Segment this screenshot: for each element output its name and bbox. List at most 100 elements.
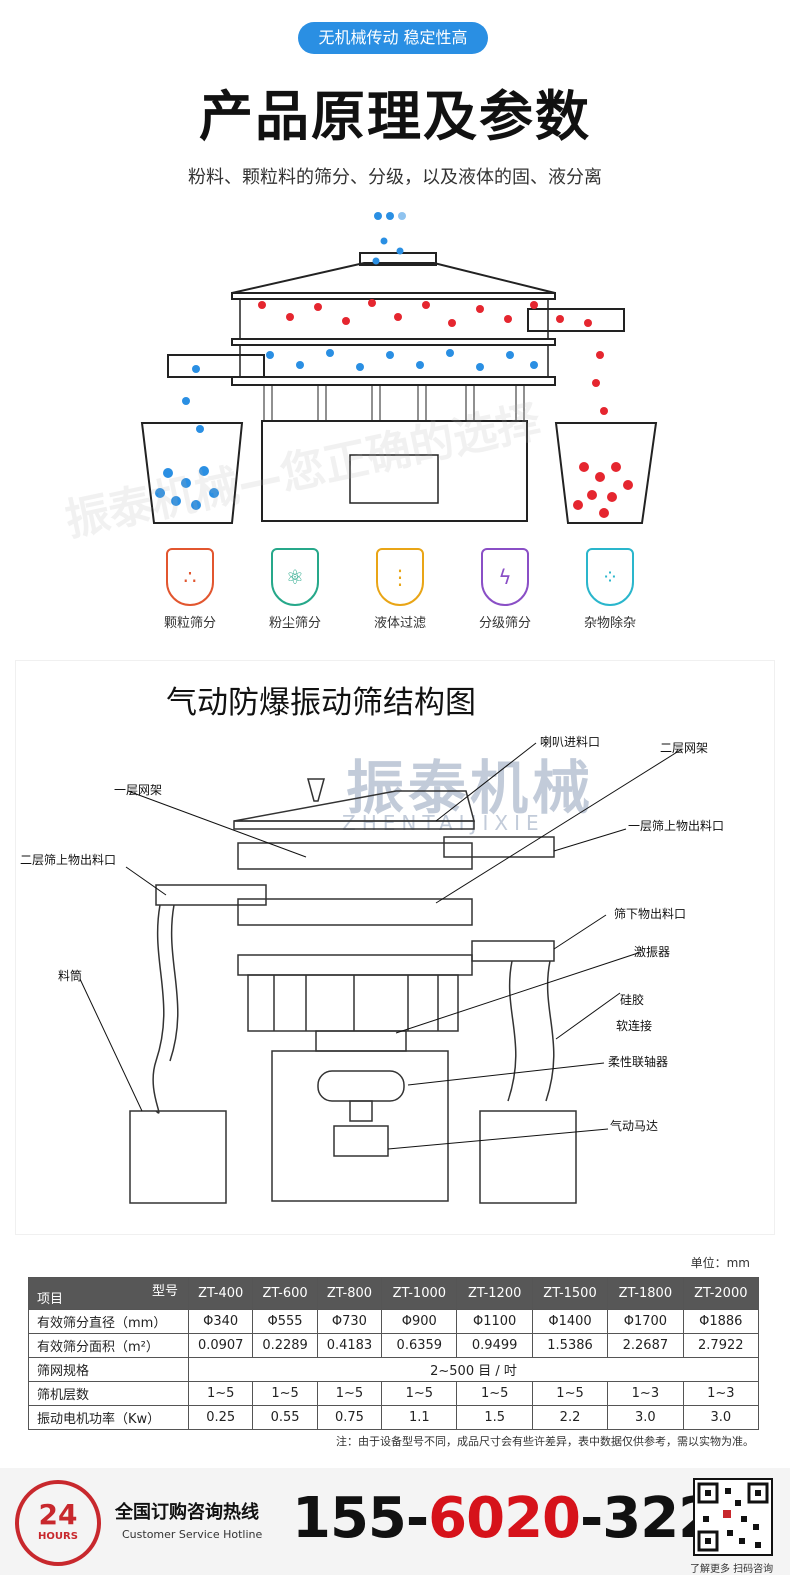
feature-liquid: ⋮ 液体过滤 — [360, 548, 440, 638]
unit-label: 单位：mm — [690, 1256, 750, 1270]
label-soft-connect: 软连接 — [616, 1019, 653, 1033]
table-row: 振动电机功率（Kw） 0.25 0.55 0.75 1.1 1.5 2.2 3.… — [28, 1405, 760, 1430]
hotline-title: 全国订购咨询热线 — [115, 1502, 259, 1523]
machine-structure-drawing — [79, 742, 683, 1204]
table-note: 注：由于设备型号不同，成品尺寸会有些许差异，表中数据仅供参考，需以实物为准。 — [336, 1435, 754, 1448]
structure-title: 气动防爆振动筛结构图 — [166, 685, 476, 721]
column-header: ZT-800 — [316, 1277, 383, 1310]
table-cell: 0.55 — [252, 1405, 318, 1430]
row-name: 有效筛分面积（m²） — [28, 1333, 189, 1358]
table-cell: Φ1700 — [607, 1309, 684, 1334]
label-under-outlet: 筛下物出料口 — [614, 907, 687, 921]
24-hours-badge: 24 HOURS — [15, 1480, 101, 1566]
phone-number[interactable]: 155-6020-3220 — [292, 1486, 755, 1551]
table-row: 有效筛分面积（m²） 0.0907 0.2289 0.4183 0.6359 0… — [28, 1333, 760, 1358]
table-row: 筛机层数 1~5 1~5 1~5 1~5 1~5 1~5 1~3 1~3 — [28, 1381, 760, 1406]
table-cell: 1~5 — [252, 1381, 318, 1406]
dust-icon: ⚛ — [271, 548, 319, 606]
table-cell: Φ555 — [252, 1309, 318, 1334]
table-cell: Φ340 — [187, 1309, 254, 1334]
label-material-tube: 料筒 — [58, 969, 83, 983]
badge-number: 24 — [38, 1498, 78, 1531]
table-cell: Φ1400 — [531, 1309, 609, 1334]
table-cell: Φ1100 — [456, 1309, 533, 1334]
liquid-icon: ⋮ — [376, 548, 424, 606]
hotline-subtitle: Customer Service Hotline — [122, 1528, 263, 1541]
page-title: 产品原理及参数 — [199, 85, 591, 148]
impurity-icon: ⁘ — [586, 548, 634, 606]
structure-diagram: 气动防爆振动筛结构图 振泰机械 ZHENTAIJIXIE — [15, 660, 775, 1235]
table-header-row: 型号 项目 ZT-400 ZT-600 ZT-800 ZT-1000 ZT-12… — [28, 1277, 760, 1310]
corner-model: 型号 — [151, 1284, 178, 1299]
table-row: 有效筛分直径（mm） Φ340 Φ555 Φ730 Φ900 Φ1100 Φ14… — [28, 1309, 760, 1334]
label-coupling: 柔性联轴器 — [608, 1055, 669, 1069]
table-cell: 0.0907 — [187, 1333, 254, 1358]
qr-pattern — [697, 1482, 769, 1552]
feature-label: 液体过滤 — [373, 616, 426, 631]
table-cell: Φ900 — [381, 1309, 458, 1334]
table-cell: 2.7922 — [682, 1333, 760, 1358]
qr-caption: 了解更多 扫码咨询 — [690, 1564, 774, 1575]
table-cell: 1~3 — [682, 1381, 760, 1406]
row-name: 振动电机功率（Kw） — [28, 1405, 189, 1430]
table-cell: Φ730 — [316, 1309, 383, 1334]
feature-label: 粉尘筛分 — [268, 616, 321, 631]
column-header: ZT-1200 — [456, 1277, 533, 1310]
table-cell: 1~5 — [456, 1381, 533, 1406]
feature-granule: ∴ 颗粒筛分 — [150, 548, 230, 638]
page-subtitle: 粉料、颗粒料的筛分、分级，以及液体的固、液分离 — [188, 167, 602, 188]
feature-grading: ϟ 分级筛分 — [465, 548, 545, 638]
table-cell: 0.4183 — [316, 1333, 383, 1358]
label-layer2-frame: 二层网架 — [660, 741, 709, 755]
label-air-motor: 气动马达 — [610, 1119, 659, 1133]
table-cell: 0.2289 — [252, 1333, 318, 1358]
feature-impurity: ⁘ 杂物除杂 — [570, 548, 650, 638]
row-name: 筛机层数 — [28, 1381, 189, 1406]
principle-illustration: 振泰机械—您正确的选择 — [0, 205, 790, 547]
table-cell: 0.75 — [316, 1405, 383, 1430]
label-layer1-outlet: 一层筛上物出料口 — [628, 819, 725, 833]
table-corner: 型号 项目 — [28, 1277, 189, 1310]
table-cell: 1~5 — [316, 1381, 383, 1406]
table-cell: 3.0 — [607, 1405, 684, 1430]
column-header: ZT-1000 — [381, 1277, 458, 1310]
table-cell: 0.6359 — [381, 1333, 458, 1358]
sieve-principle-drawing — [140, 212, 658, 524]
feature-label: 分级筛分 — [478, 616, 531, 631]
row-name: 筛网规格 — [28, 1357, 189, 1382]
footer-hotline: 24 HOURS 全国订购咨询热线 Customer Service Hotli… — [0, 1468, 790, 1575]
table-cell: 1.5 — [456, 1405, 533, 1430]
feature-label: 杂物除杂 — [583, 616, 636, 631]
phone-part-b: 6020 — [428, 1486, 581, 1551]
column-header: ZT-1800 — [607, 1277, 684, 1310]
application-features: ∴ 颗粒筛分 ⚛ 粉尘筛分 ⋮ 液体过滤 ϟ 分级筛分 ⁘ 杂物除杂 — [150, 548, 650, 638]
column-header: ZT-2000 — [682, 1277, 760, 1310]
phone-part-a: 155- — [292, 1486, 429, 1551]
qr-code-icon[interactable] — [693, 1478, 773, 1556]
table-cell: 1~5 — [187, 1381, 254, 1406]
column-header: ZT-600 — [252, 1277, 318, 1310]
table-cell: 2.2687 — [607, 1333, 684, 1358]
label-silicone: 硅胶 — [620, 993, 645, 1007]
table-cell: 1~5 — [381, 1381, 458, 1406]
table-cell: Φ1886 — [682, 1309, 760, 1334]
badge-text: HOURS — [38, 1531, 78, 1542]
grading-icon: ϟ — [481, 548, 529, 606]
corner-item: 项目 — [37, 1292, 64, 1307]
table-cell: 2~500 目 / 吋 — [188, 1357, 759, 1382]
label-exciter: 激振器 — [634, 945, 671, 959]
column-header: ZT-400 — [187, 1277, 254, 1310]
brand-watermark-en: ZHENTAIJIXIE — [342, 811, 545, 835]
granule-icon: ∴ — [166, 548, 214, 606]
column-header: ZT-1500 — [531, 1277, 609, 1310]
label-layer1-frame: 一层网架 — [114, 783, 163, 797]
table-cell: 1.1 — [381, 1405, 458, 1430]
row-name: 有效筛分直径（mm） — [28, 1309, 189, 1334]
table-cell: 2.2 — [531, 1405, 609, 1430]
brand-watermark: 振泰机械 — [346, 754, 595, 822]
table-cell: 3.0 — [682, 1405, 760, 1430]
table-cell: 1.5386 — [531, 1333, 609, 1358]
label-feed-inlet: 喇叭进料口 — [540, 735, 601, 749]
table-cell: 1~5 — [531, 1381, 609, 1406]
table-cell: 1~3 — [607, 1381, 684, 1406]
